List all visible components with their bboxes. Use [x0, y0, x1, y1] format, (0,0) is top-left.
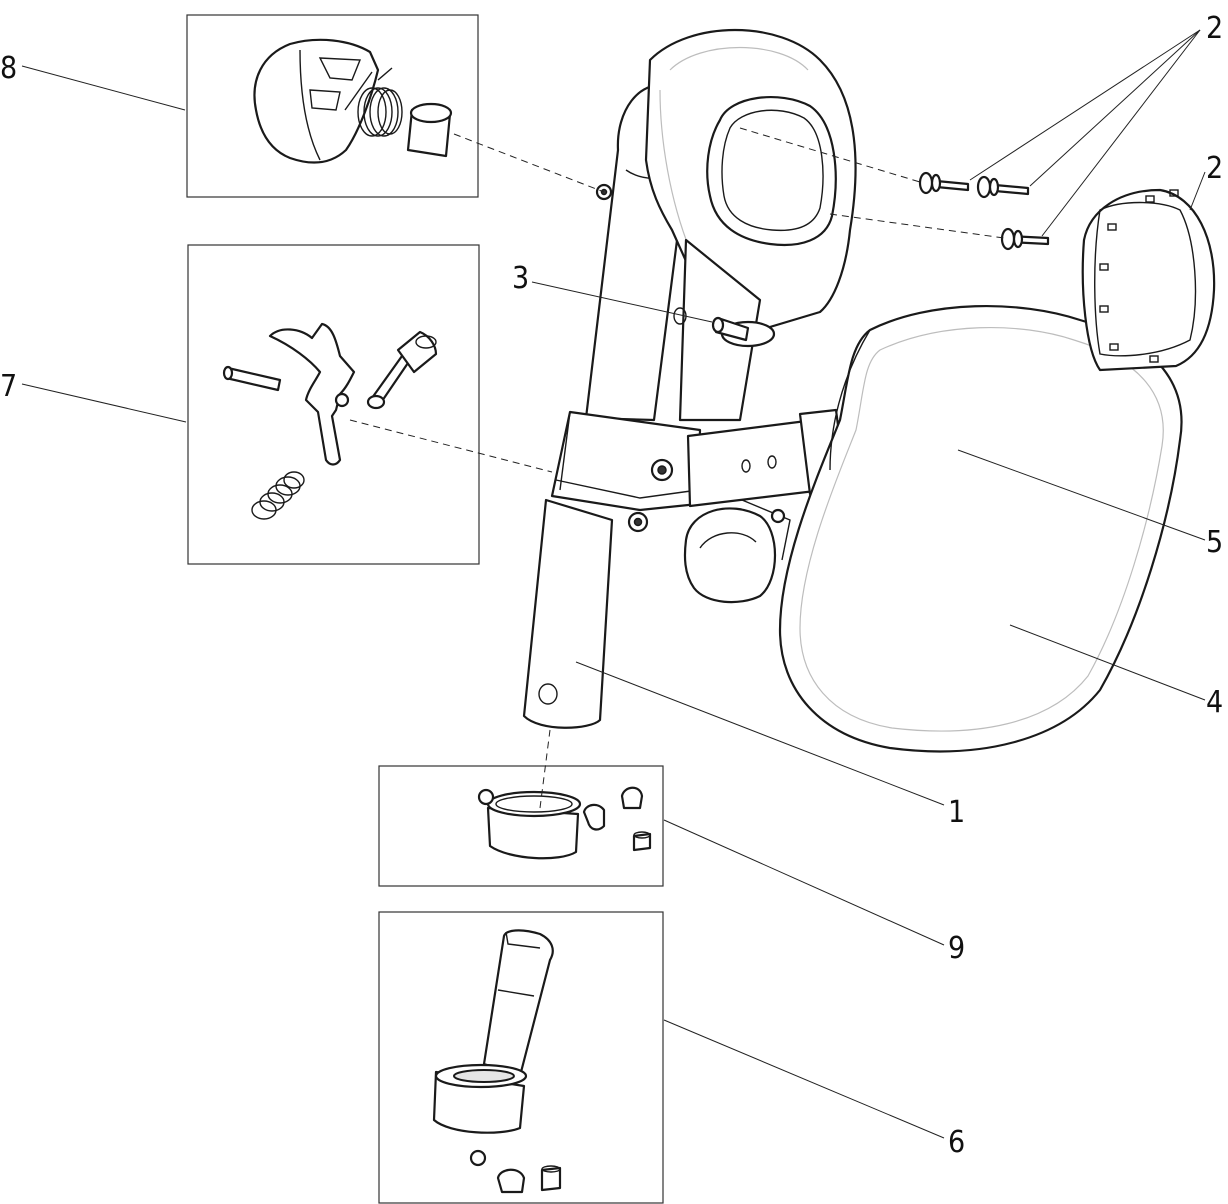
detail-box-8	[186, 14, 479, 198]
callout-3: 3	[512, 261, 529, 296]
callout-9: 9	[948, 931, 965, 966]
part-7-lever-assembly	[222, 322, 438, 520]
part-6-handle	[432, 929, 562, 1194]
part-3-bolt	[711, 316, 750, 342]
callout-6: 6	[948, 1125, 965, 1160]
callout-4: 4	[1206, 685, 1223, 720]
callout-1: 1	[948, 795, 965, 830]
part-8-cap-assembly	[253, 38, 453, 164]
detail-box-9	[378, 765, 664, 887]
detail-box-7	[187, 244, 480, 565]
callout-7: 7	[0, 369, 17, 404]
part-9-clamp-ring	[477, 786, 652, 860]
callout-8: 8	[0, 51, 17, 86]
callout-2-top: 2	[1206, 11, 1223, 46]
part-2-pins	[595, 171, 1050, 251]
part-4-5-pad	[778, 304, 1183, 753]
callout-2-cap: 2	[1206, 151, 1223, 186]
spring-icon	[357, 67, 403, 137]
coil-spring-icon	[251, 471, 305, 520]
callout-5: 5	[1206, 525, 1223, 560]
part-1-main-frame	[522, 29, 857, 729]
part-2-cap-plate	[1081, 188, 1216, 372]
detail-box-6	[378, 911, 664, 1204]
